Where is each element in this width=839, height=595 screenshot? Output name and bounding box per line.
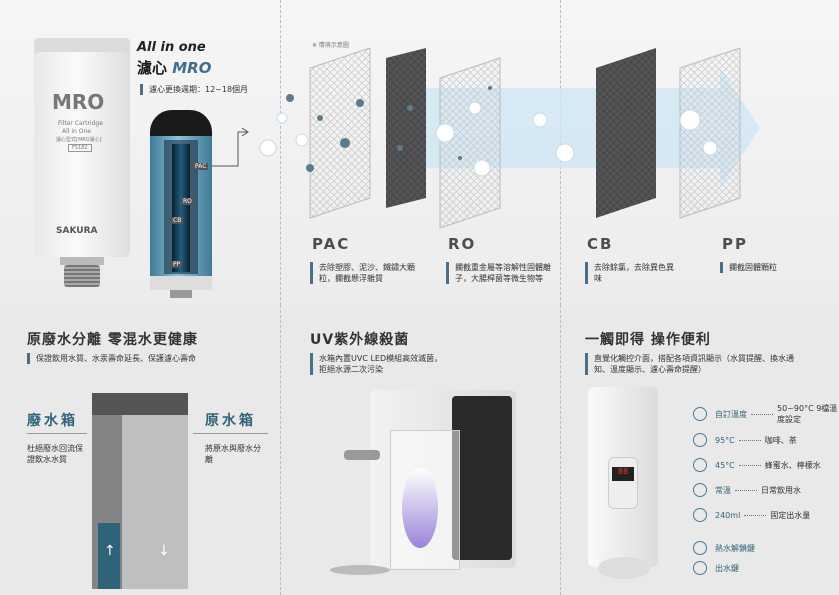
- cartridge-spec-line: 濾心型式[MRO濾心]: [56, 137, 102, 143]
- filter-desc-pp: 攔截固體顆粒: [720, 262, 820, 273]
- pac-filter-layer: [309, 48, 371, 219]
- feature-desc: 日常飲用水: [761, 485, 801, 495]
- filter-section: MRO Filter Cartridge All in One 濾心型式[MRO…: [0, 0, 839, 305]
- layer-tag-pp: PP: [171, 261, 183, 268]
- filter-code-ro: RO: [448, 235, 477, 253]
- coffee-icon: [693, 433, 707, 447]
- digital-display: 88: [612, 467, 634, 481]
- pac-filter-layer-dark: [386, 48, 426, 208]
- control-label: 出水鍵: [715, 563, 739, 573]
- filter-cutaway-image: [150, 110, 212, 300]
- cartridge-spec-line: FS182: [68, 144, 92, 152]
- filter-code-cb: CB: [587, 235, 614, 253]
- replace-note: 濾心更換週期：12~18個月: [140, 84, 248, 95]
- filtration-diagram: [259, 48, 760, 228]
- product-label: MRO: [52, 90, 105, 114]
- features-section: 原廢水分離 零混水更健康 保證飲用水質、水汞壽命延長、保護濾心壽命 廢水箱 杜絕…: [0, 305, 839, 595]
- tank-section-title: 原廢水分離 零混水更健康: [27, 332, 198, 348]
- honey-icon: [693, 458, 707, 472]
- touch-section-note: 直覺化觸控介面，搭配各項資訊顯示（水質提醒、換水通知、溫度顯示、濾心壽命提醒）: [585, 353, 805, 375]
- callout-arrow: [212, 128, 249, 167]
- control-panel-image: 88: [588, 387, 664, 587]
- dispenser-image: [330, 390, 516, 590]
- dispense-button[interactable]: 出水鍵: [693, 561, 739, 575]
- layer-tag-ro: RO: [181, 198, 194, 205]
- feature-desc: 蜂蜜水、檸檬水: [764, 460, 821, 470]
- feature-desc: 50~90°C 9檔溫度設定: [777, 404, 838, 424]
- feature-label: 240ml: [715, 510, 741, 520]
- divider: [280, 305, 281, 595]
- feature-label: 95°C: [715, 435, 735, 445]
- water-tank-image: ↑ ↓: [92, 393, 188, 589]
- cartridge-brand: SAKURA: [56, 226, 98, 236]
- filter-cartridge-image: MRO Filter Cartridge All in One 濾心型式[MRO…: [34, 38, 130, 287]
- heading-brand: MRO: [172, 59, 212, 77]
- filter-desc-pac: 去除塑膠、泥沙、鐵鏽大顆粒，攔截懸浮雜質: [310, 262, 425, 284]
- feature-row: 常溫 日常飲用水: [693, 483, 801, 497]
- heading-title: 濾心 MRO: [137, 57, 211, 78]
- water-drop-icon: [693, 483, 707, 497]
- hot-water-unlock-button[interactable]: 熱水解鎖鍵: [693, 541, 755, 555]
- divider: [280, 0, 281, 305]
- layer-tag-pac: PAC: [193, 163, 209, 170]
- ro-filter-layer: [439, 57, 501, 228]
- filter-desc-ro: 攔截重金屬等溶解性固體離子，大腸桿菌等微生物等: [446, 262, 556, 284]
- uv-section-note: 水箱內置UVC LED模組高效滅菌，拒絕水源二次污染: [310, 353, 450, 375]
- raw-tank-desc: 將原水與廢水分離: [205, 444, 261, 464]
- pp-filter-layer: [679, 48, 741, 219]
- raw-tank-title: 原水箱: [205, 413, 256, 429]
- cartridge-spec-line: All in One: [62, 128, 91, 135]
- cup-icon: [693, 508, 707, 522]
- lock-icon: [693, 541, 707, 555]
- cartridge-spec-line: Filter Cartridge: [58, 120, 103, 127]
- feature-desc: 固定出水量: [770, 510, 811, 520]
- layer-tag-cb: CB: [171, 217, 184, 224]
- divider: [560, 305, 561, 595]
- feature-row: 45°C 蜂蜜水、檸檬水: [693, 458, 821, 472]
- feature-row: 240ml 固定出水量: [693, 508, 810, 522]
- arrow-up-icon: ↑: [104, 543, 116, 559]
- tank-section-note: 保證飲用水質、水汞壽命延長、保護濾心壽命: [27, 353, 272, 364]
- filter-code-pac: PAC: [312, 235, 351, 253]
- heading-line1: All in one: [137, 40, 206, 55]
- illustration-note: ※ 情境示意圖: [312, 42, 349, 49]
- filter-desc-cb: 去除餘氯，去除異色異味: [585, 262, 675, 284]
- thermometer-icon: [693, 407, 707, 421]
- dispense-icon: [693, 561, 707, 575]
- feature-label: 45°C: [715, 460, 735, 470]
- filter-code-pp: PP: [722, 235, 748, 253]
- arrow-down-icon: ↓: [158, 543, 170, 559]
- cb-filter-layer: [596, 48, 656, 218]
- feature-row: 自訂溫度 50~90°C 9檔溫度設定: [693, 403, 839, 425]
- uv-section-title: UV紫外線殺菌: [310, 332, 410, 348]
- waste-tank-desc: 杜絕廢水回流保證飲水水質: [27, 444, 83, 464]
- drip-tray-image: [598, 557, 650, 579]
- heading-cn: 濾心: [137, 59, 168, 77]
- feature-desc: 咖啡、茶: [764, 435, 797, 445]
- control-label: 熱水解鎖鍵: [715, 543, 755, 553]
- feature-label: 自訂溫度: [715, 409, 747, 419]
- feature-row: 95°C 咖啡、茶: [693, 433, 797, 447]
- waste-tank-title: 廢水箱: [27, 413, 78, 429]
- touch-section-title: 一觸即得 操作便利: [585, 332, 711, 348]
- feature-label: 常溫: [715, 485, 731, 495]
